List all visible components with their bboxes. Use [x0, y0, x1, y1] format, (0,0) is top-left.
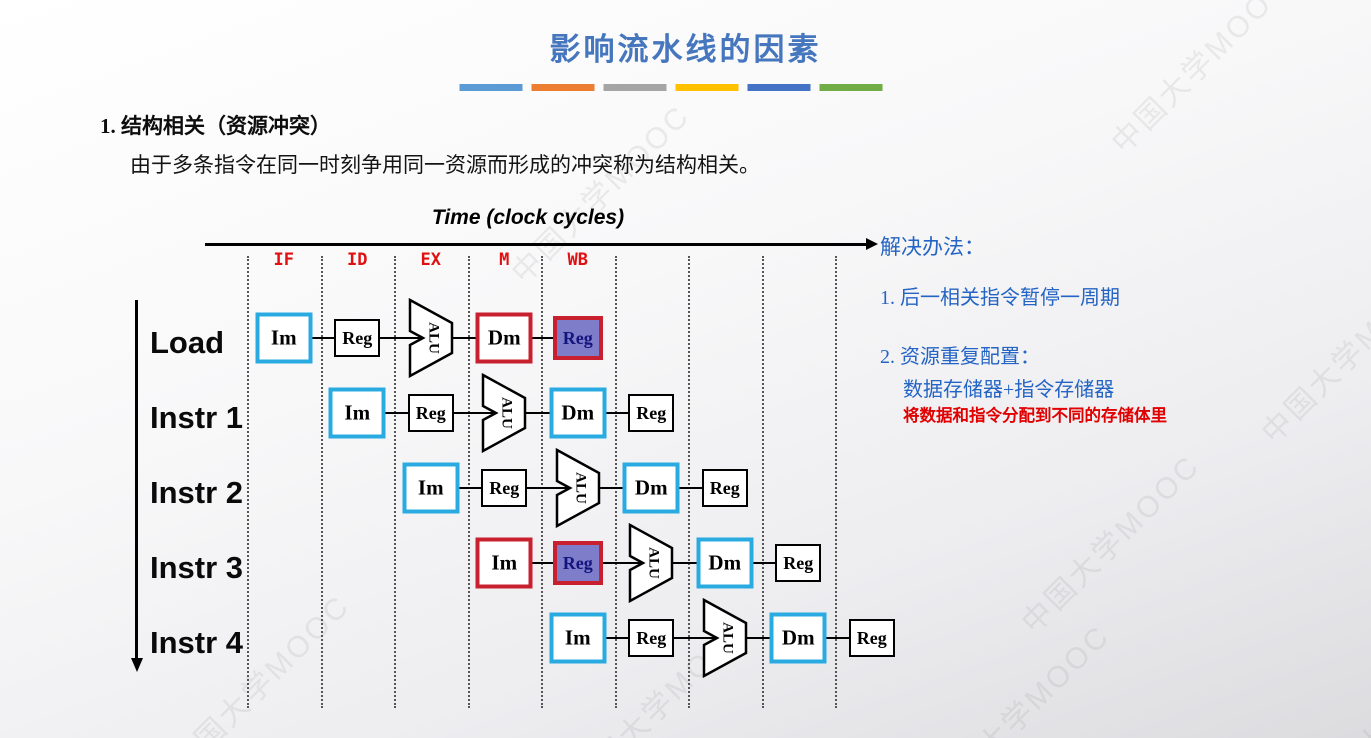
unit-dm: Dm — [622, 462, 680, 514]
svg-text:ALU: ALU — [499, 397, 515, 429]
cycle-divider — [688, 256, 690, 708]
solution-item-stall: 1. 后一相关指令暂停一周期 — [880, 287, 1120, 309]
svg-text:ALU: ALU — [572, 472, 588, 504]
unit-im: Im — [475, 537, 533, 589]
stage-label-if: IF — [273, 250, 294, 270]
unit-reg-conflict: Reg — [552, 541, 603, 585]
unit-im: Im — [402, 462, 460, 514]
instruction-label: Instr 1 — [150, 400, 244, 435]
svg-text:ALU: ALU — [425, 322, 441, 354]
solution-item-duplicate: 2. 资源重复配置： — [880, 346, 1040, 368]
cycle-divider — [761, 256, 764, 708]
unit-dm: Dm — [769, 612, 827, 664]
unit-reg: Reg — [848, 619, 895, 657]
instruction-label: Instr 2 — [150, 475, 244, 510]
stage-label-wb: WB — [567, 250, 588, 270]
unit-reg: Reg — [481, 469, 528, 507]
divider-bar-5 — [819, 84, 882, 91]
alu-unit: ALU — [628, 522, 674, 604]
section-heading: 1. 结构相关（资源冲突） — [100, 114, 331, 138]
unit-dm: Dm — [549, 387, 607, 439]
solutions-heading: 解决办法： — [880, 235, 985, 259]
divider-bar-1 — [531, 84, 594, 91]
svg-text:ALU: ALU — [719, 622, 735, 654]
alu-unit: ALU — [481, 372, 527, 454]
divider-bar-0 — [459, 84, 522, 91]
arrow-right-icon — [866, 238, 878, 250]
unit-reg: Reg — [334, 319, 381, 357]
unit-im: Im — [255, 312, 313, 364]
divider-bar-3 — [675, 84, 738, 91]
arrow-down-icon — [130, 658, 143, 672]
instruction-label: Instr 3 — [150, 550, 244, 585]
stage-label-m: M — [499, 250, 510, 270]
time-axis-label: Time (clock cycles) — [431, 206, 625, 229]
unit-im: Im — [549, 612, 607, 664]
unit-im: Im — [328, 387, 386, 439]
cycle-divider — [835, 256, 837, 708]
cycle-divider — [247, 256, 249, 708]
divider-bar-2 — [603, 84, 666, 91]
unit-dm: Dm — [696, 537, 754, 589]
alu-unit: ALU — [555, 447, 601, 529]
alu-unit: ALU — [408, 297, 454, 379]
unit-reg-conflict: Reg — [552, 316, 603, 360]
divider-bar-4 — [747, 84, 810, 91]
title-divider-bars — [459, 84, 882, 91]
stage-label-id: ID — [347, 250, 368, 270]
svg-text:ALU: ALU — [646, 547, 662, 579]
cycle-divider — [394, 256, 396, 708]
solution-item-detail: 数据存储器+指令存储器 — [903, 379, 1115, 401]
page-title: 影响流水线的因素 — [549, 32, 822, 67]
time-axis-arrow — [205, 238, 878, 250]
cycle-divider — [541, 256, 543, 708]
cycle-divider — [467, 256, 470, 708]
cycle-divider — [320, 256, 323, 708]
stage-label-ex: EX — [420, 250, 441, 270]
instruction-label: Instr 4 — [150, 625, 244, 660]
section-body-text: 由于多条指令在同一时刻争用同一资源而形成的冲突称为结构相关。 — [130, 153, 760, 177]
unit-reg: Reg — [775, 544, 822, 582]
unit-reg: Reg — [628, 619, 675, 657]
cycle-divider — [614, 256, 617, 708]
instruction-axis — [130, 300, 143, 672]
alu-unit: ALU — [702, 597, 748, 679]
solution-note-red: 将数据和指令分配到不同的存储体里 — [903, 406, 1167, 425]
unit-reg: Reg — [701, 469, 748, 507]
unit-reg: Reg — [407, 394, 454, 432]
unit-dm: Dm — [475, 312, 533, 364]
unit-reg: Reg — [628, 394, 675, 432]
instruction-label: Load — [150, 325, 225, 360]
